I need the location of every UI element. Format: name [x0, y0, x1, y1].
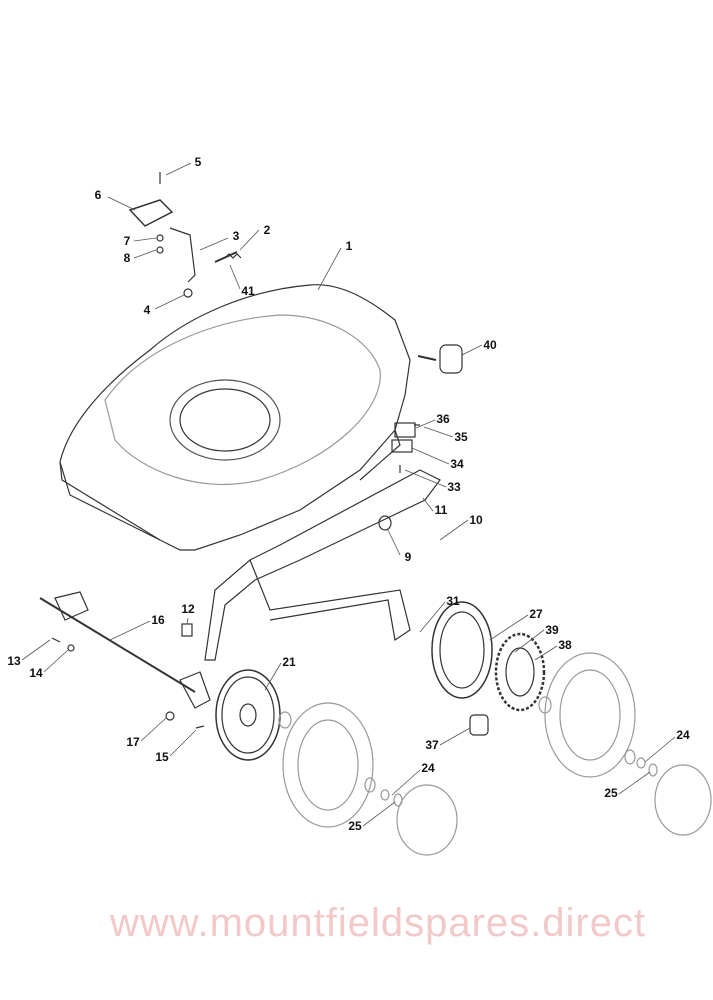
- callout-33: 33: [447, 480, 461, 494]
- callout-36: 36: [436, 412, 450, 426]
- height-lever: [128, 172, 242, 298]
- callout-25-right: 25: [604, 786, 618, 800]
- callout-5: 5: [194, 155, 202, 169]
- callout-13: 13: [7, 654, 21, 668]
- callout-2: 2: [263, 223, 271, 237]
- wheel-21: [215, 669, 281, 761]
- callout-9: 9: [404, 550, 412, 564]
- callout-21: 21: [282, 655, 296, 669]
- callout-40: 40: [483, 338, 497, 352]
- callout-4: 4: [143, 303, 151, 317]
- callout-39: 39: [545, 623, 559, 637]
- callout-16: 16: [151, 613, 165, 627]
- callout-37: 37: [425, 738, 439, 752]
- callout-11: 11: [434, 503, 448, 517]
- callout-38: 38: [558, 638, 572, 652]
- callout-17: 17: [126, 735, 140, 749]
- callout-35: 35: [454, 430, 468, 444]
- callout-8: 8: [123, 251, 131, 265]
- callout-15: 15: [155, 750, 169, 764]
- pinion-37: [469, 714, 489, 736]
- callout-10: 10: [469, 513, 483, 527]
- wheel-cover-27: [431, 601, 493, 699]
- callout-31: 31: [446, 594, 460, 608]
- callout-41: 41: [241, 284, 255, 298]
- callout-14: 14: [29, 666, 43, 680]
- leader-lines: [21, 162, 676, 827]
- callout-3: 3: [232, 229, 240, 243]
- gear-38: [494, 632, 546, 712]
- callout-12: 12: [181, 602, 195, 616]
- callout-27: 27: [529, 607, 543, 621]
- callout-7: 7: [123, 234, 131, 248]
- callout-1: 1: [345, 239, 353, 253]
- mower-deck: [59, 284, 411, 551]
- deflector-40: [417, 344, 463, 374]
- rear-wheels: [278, 652, 712, 856]
- callout-24-right: 24: [676, 728, 690, 742]
- callout-34: 34: [450, 457, 464, 471]
- callout-6: 6: [94, 188, 102, 202]
- handle-axle: [204, 469, 441, 661]
- brackets: [378, 422, 420, 531]
- callout-25-left: 25: [348, 819, 362, 833]
- watermark: www.mountfieldspares.direct: [110, 901, 647, 945]
- front-axle: [39, 591, 211, 729]
- callout-24-left: 24: [421, 761, 435, 775]
